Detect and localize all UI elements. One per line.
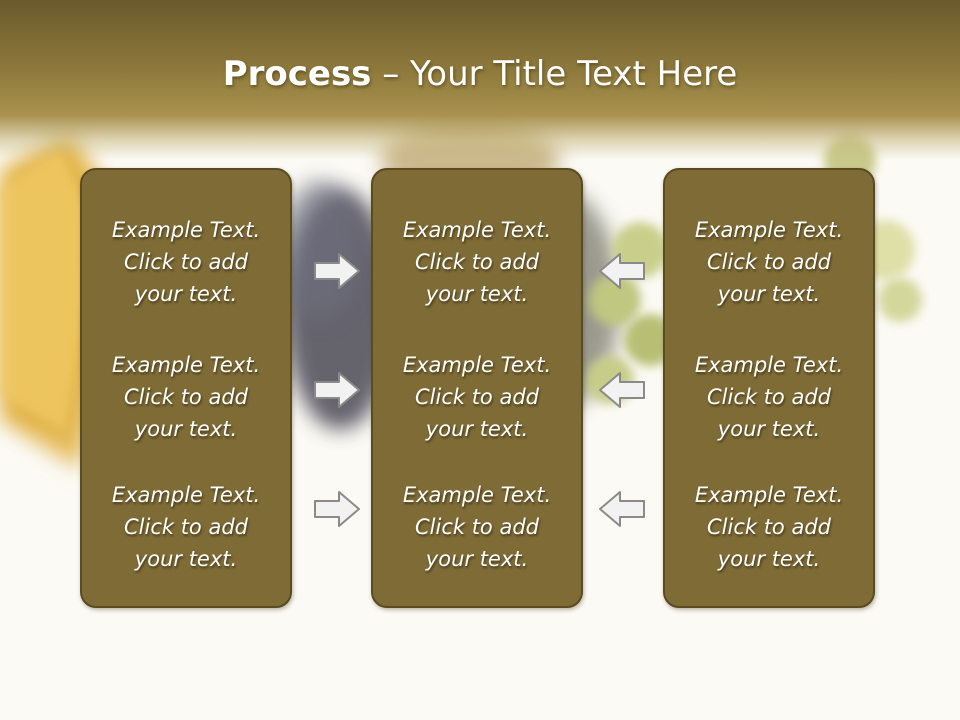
arrow-left-icon xyxy=(599,372,645,408)
arrow-left-icon xyxy=(599,253,645,289)
arrow-right-icon xyxy=(314,372,360,408)
panel-center: Example Text. Click to add your text. Ex… xyxy=(371,168,583,608)
slide-title[interactable]: Process – Your Title Text Here xyxy=(0,52,960,96)
panel-left: Example Text. Click to add your text. Ex… xyxy=(80,168,292,608)
panel-center-text-3[interactable]: Example Text. Click to add your text. xyxy=(402,483,552,571)
panel-right-text-3[interactable]: Example Text. Click to add your text. xyxy=(694,483,844,571)
panel-right: Example Text. Click to add your text. Ex… xyxy=(663,168,875,608)
arrow-left-icon xyxy=(599,491,645,527)
panel-left-text-3[interactable]: Example Text. Click to add your text. xyxy=(111,483,261,571)
arrow-right-icon xyxy=(314,491,360,527)
title-bold: Process xyxy=(222,54,372,94)
arrow-right-icon xyxy=(314,253,360,289)
panel-right-text-2[interactable]: Example Text. Click to add your text. xyxy=(694,353,844,441)
panel-left-text-2[interactable]: Example Text. Click to add your text. xyxy=(111,353,261,441)
panel-center-text-1[interactable]: Example Text. Click to add your text. xyxy=(402,218,552,306)
panel-left-text-1[interactable]: Example Text. Click to add your text. xyxy=(111,218,261,306)
panel-center-text-2[interactable]: Example Text. Click to add your text. xyxy=(402,353,552,441)
title-rest: – Your Title Text Here xyxy=(371,54,738,94)
title-band xyxy=(0,0,960,160)
panel-right-text-1[interactable]: Example Text. Click to add your text. xyxy=(694,218,844,306)
